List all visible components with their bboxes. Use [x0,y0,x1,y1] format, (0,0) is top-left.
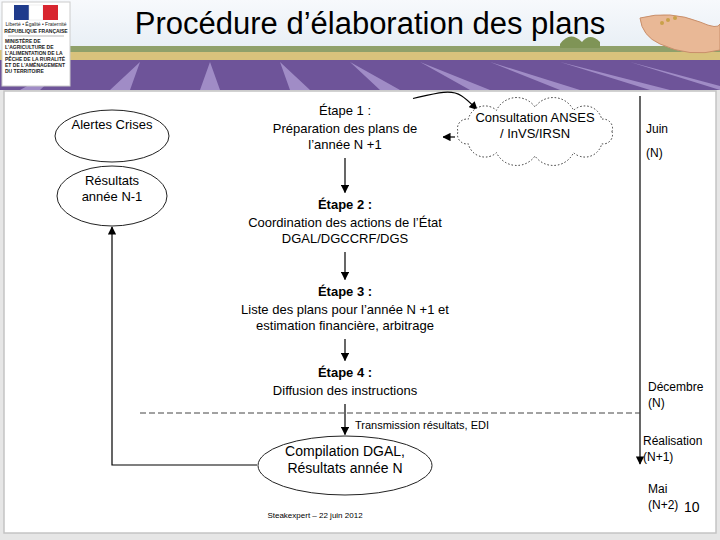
flow-arrow [112,227,257,465]
node-text: Liste des plans pour l’année N +1 et est… [233,302,457,335]
node-text: Résultats année N-1 [71,173,153,206]
footer-note: Steakexpert – 22 juin 2012 [230,511,400,521]
timeline-axis [639,96,640,464]
timeline-date: Juin [646,122,706,138]
motto-text: Liberté • Égalité • Fraternité [4,21,68,27]
flow-arrow [344,252,345,280]
header-photo [0,0,720,90]
flow-arrow [443,136,455,137]
results-ellipse: Résultats année N-1 [56,165,168,227]
step-box: Étape 1 : Préparation des plans de l’anné… [247,99,443,158]
ellipse-border [55,110,169,162]
step-box: Étape 2 : Coordination des actions de l’É… [229,193,461,252]
timeline-date: Décembre (N) [648,380,712,411]
content-panel [4,91,716,533]
node-text: Coordination des actions de l’État DGAL/… [235,215,455,248]
alert-ellipse: Alertes Crises [54,109,170,163]
phase-divider [140,413,640,414]
step-heading: Étape 1 : [253,103,437,119]
timeline-date: (N) [646,146,696,162]
timeline-date: Réalisation (N+1) [643,434,715,465]
cloud-border [457,97,612,165]
compilation-ellipse: Compilation DGAL, Résultats année N [257,435,433,496]
node-text: Diffusion des instructions [263,383,427,399]
step-heading: Étape 2 : [235,197,455,213]
republic-text: RÉPUBLIQUE FRANÇAISE [4,28,68,34]
step-heading: Étape 3 : [233,284,457,300]
edge-label: Transmission résultats, EDI [353,419,491,431]
node-text: Alertes Crises [69,117,155,133]
flow-arrow [344,158,345,193]
flow-arrow [344,404,345,435]
hand-with-seeds [640,15,720,53]
timeline-date: Mai (N+2) [648,482,688,513]
node-text: Préparation des plans de l’année N +1 [253,121,437,154]
page-number: 10 [684,498,712,516]
step-box: Étape 4 : Diffusion des instructions [257,361,433,404]
step-heading: Étape 4 : [263,365,427,381]
ministry-name: MINISTÈRE DE L’AGRICULTURE DE L’ALIMENTA… [5,38,67,74]
ministry-logo [2,2,70,86]
node-text: Compilation DGAL, Résultats année N [280,443,410,478]
step-box: Étape 3 : Liste des plans pour l’année N … [227,280,463,339]
slide-title: Procédure d’élaboration des plans [100,6,640,42]
node-text: Consultation ANSES / InVS/IRSN [474,110,596,143]
ellipse-border [57,166,167,226]
flow-arrow [344,339,345,361]
ellipse-border [258,436,432,495]
consultation-cloud: Consultation ANSES / InVS/IRSN [453,102,617,161]
